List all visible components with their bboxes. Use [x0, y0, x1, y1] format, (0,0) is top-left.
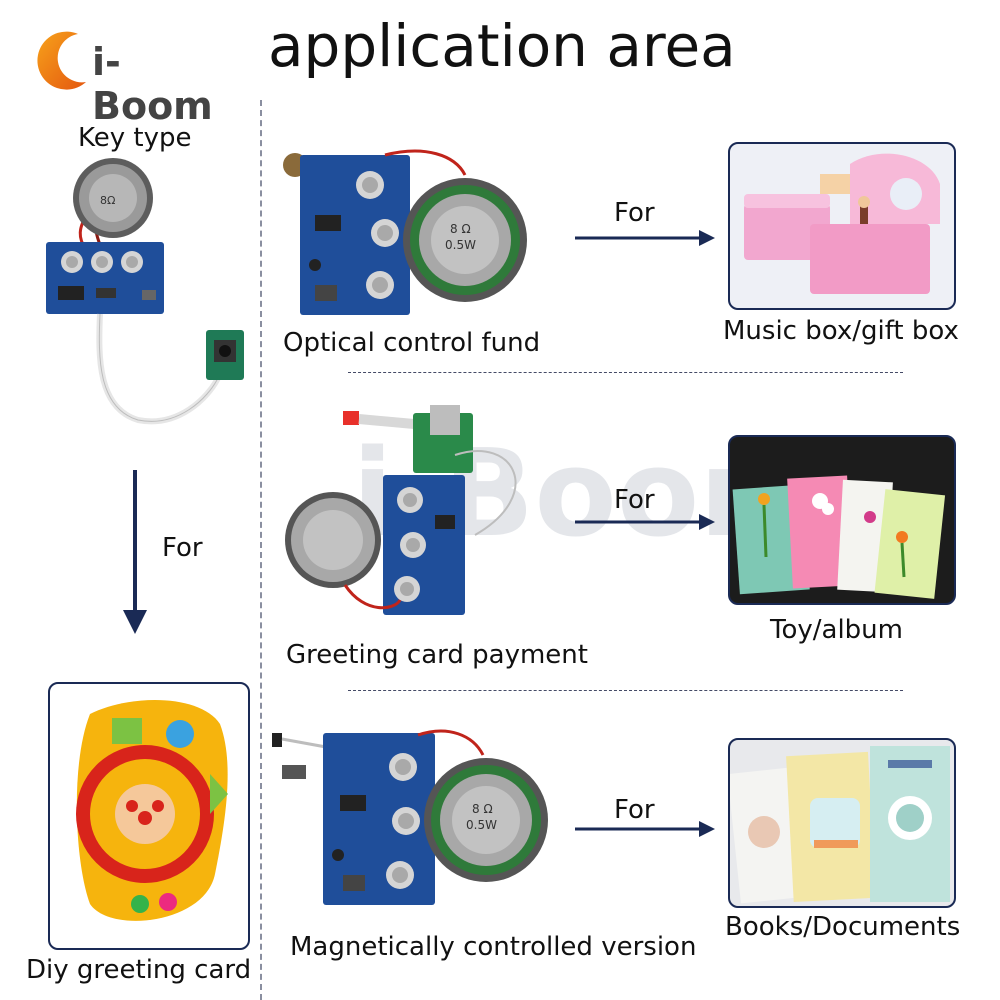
greeting-module-drawing	[285, 405, 517, 615]
optical-module-drawing: 8 Ω 0.5W	[283, 149, 527, 315]
speaker-model-text: 8 Ω	[450, 222, 471, 236]
left-arrow-label: For	[162, 533, 203, 563]
logo-text: i-Boom	[92, 40, 213, 128]
diy-greeting-card-image	[48, 682, 250, 950]
speaker-model-text-3: 8 Ω	[472, 802, 493, 816]
row-divider-2	[348, 690, 903, 691]
toy-steering-wheel-drawing	[76, 700, 228, 921]
greeting-module-image	[285, 405, 585, 625]
row2-arrow-label: For	[614, 485, 655, 515]
page-title: application area	[268, 12, 736, 80]
handmade-books-drawing	[730, 746, 950, 904]
greeting-cards-drawing	[732, 475, 946, 599]
optical-module-image: 8 Ω 0.5W	[275, 145, 555, 325]
key-type-module-image: 8Ω	[38, 158, 253, 438]
music-box-image	[728, 142, 956, 310]
vertical-divider	[260, 100, 262, 1000]
row2-product-label: Toy/album	[770, 615, 903, 645]
music-box-drawing	[744, 153, 940, 294]
speaker-power-text: 0.5W	[445, 238, 476, 252]
brand-logo: i-Boom	[34, 28, 234, 128]
crescent-logo-icon	[37, 31, 86, 90]
row2-module-label: Greeting card payment	[286, 640, 588, 670]
key-type-module-drawing: 8Ω	[46, 158, 244, 425]
row3-arrow-label: For	[614, 795, 655, 825]
speaker-power-text-3: 0.5W	[466, 818, 497, 832]
magnetic-module-image: 8 Ω 0.5W	[268, 725, 558, 915]
row1-arrow-label: For	[614, 198, 655, 228]
books-documents-image	[728, 738, 956, 908]
row2-right-arrow-icon	[575, 514, 715, 530]
row-divider-1	[348, 372, 903, 373]
row3-product-label: Books/Documents	[725, 912, 961, 942]
magnetic-module-drawing: 8 Ω 0.5W	[272, 729, 548, 905]
row1-right-arrow-icon	[575, 230, 715, 246]
row3-module-label: Magnetically controlled version	[290, 932, 697, 962]
down-arrow-icon	[123, 470, 147, 634]
toy-album-image	[728, 435, 956, 605]
row1-product-label: Music box/gift box	[723, 316, 959, 346]
row1-module-label: Optical control fund	[283, 328, 541, 358]
key-type-label: Key type	[78, 123, 192, 153]
svg-text:8Ω: 8Ω	[100, 194, 115, 207]
row3-right-arrow-icon	[575, 821, 715, 837]
diy-greeting-card-label: Diy greeting card	[26, 955, 252, 985]
